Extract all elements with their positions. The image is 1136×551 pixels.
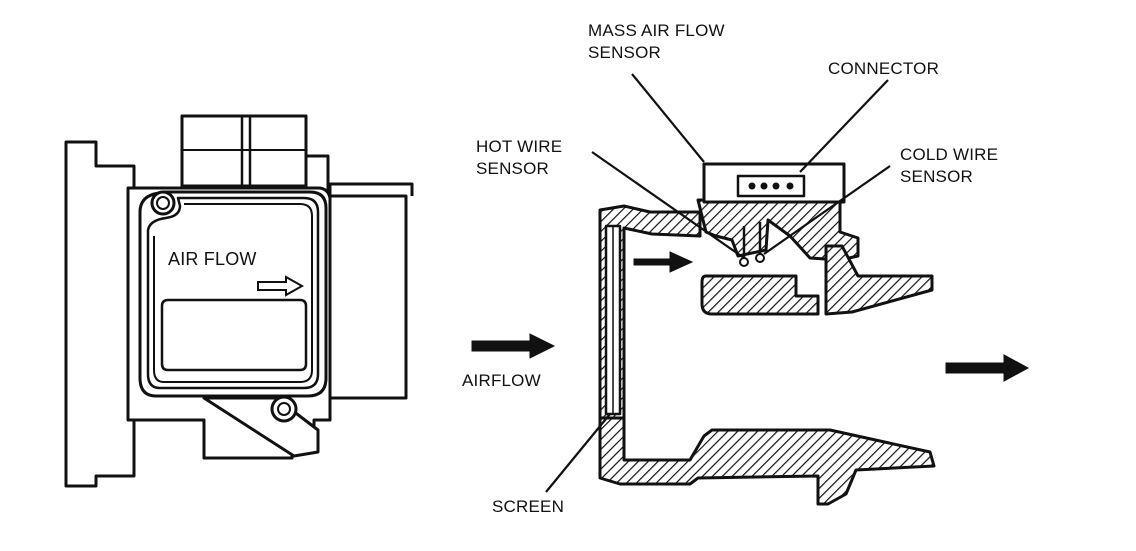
outline-arrow-icon: [257, 275, 305, 297]
label-hot-wire-sensor-line1: HOT WIRE: [476, 137, 563, 156]
mounting-screw-icon: [150, 190, 176, 216]
outlet-tube: [328, 194, 408, 400]
cover-lower-window: [160, 298, 308, 372]
label-air-flow-housing: AIR FLOW: [168, 249, 257, 269]
airflow-arrow-icon: [471, 333, 556, 359]
label-mass-air-flow-sensor-line2: SENSOR: [588, 43, 661, 62]
bypass-channel-block: [700, 274, 820, 316]
label-cold-wire-sensor-line2: SENSOR: [900, 167, 973, 186]
leader-screen: [545, 413, 611, 493]
label-cold-wire-sensor-line1: COLD WIRE: [900, 145, 999, 164]
connector-window: [736, 174, 806, 198]
mounting-screw-icon: [270, 395, 298, 423]
maf-cross-section: [598, 162, 936, 506]
cover-plate-inner-rim-2: [153, 203, 313, 383]
label-connector: CONNECTOR: [828, 59, 940, 78]
label-hot-wire-sensor-line2: SENSOR: [476, 159, 549, 178]
label-mass-air-flow-sensor-line1: MASS AIR FLOW: [588, 21, 725, 40]
leader-hot-wire-sensor: [591, 151, 745, 259]
outlet-tube-lip: [328, 182, 414, 196]
outlet-upper-wedge: [824, 244, 934, 316]
inlet-flange: [64, 140, 136, 488]
airflow-arrow-icon: [945, 354, 1030, 382]
bore-lower-wall: [598, 416, 936, 506]
leader-cold-wire-sensor: [763, 165, 891, 255]
leader-lines: [545, 73, 891, 493]
airflow-arrow-icon: [633, 251, 694, 273]
label-airflow-inlet: AIRFLOW: [462, 371, 541, 390]
leader-connector: [799, 79, 889, 173]
cover-plate-inner-rim: [146, 196, 320, 390]
label-screen: SCREEN: [492, 497, 565, 516]
leader-mass-air-flow-sensor: [631, 73, 705, 163]
maf-housing-exterior: [64, 114, 414, 488]
